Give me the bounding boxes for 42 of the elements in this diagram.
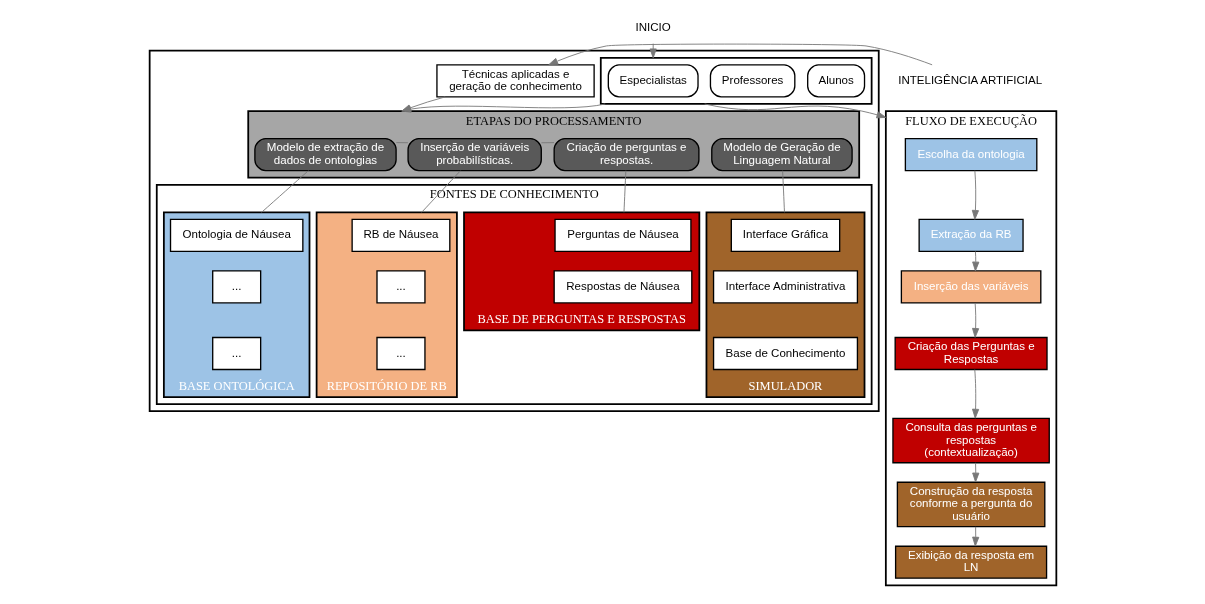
node-box: Respostas de Náusea xyxy=(553,270,692,304)
node-box: ... xyxy=(375,270,426,304)
connector xyxy=(395,142,408,144)
node-box: Professores xyxy=(709,64,795,98)
node-text: INTELIGÊNCIA ARTIFICIAL xyxy=(897,73,1042,86)
connector xyxy=(623,170,626,213)
node-box: Inserção das variáveis xyxy=(900,270,1041,304)
node-box: Modelo de extração de dados de ontologias xyxy=(253,137,397,172)
connector xyxy=(781,170,785,213)
node-box: ... xyxy=(211,270,261,304)
node-box: Consulta das perguntas e respostas (contextualização) xyxy=(891,417,1050,464)
node-box: Perguntas de Náusea xyxy=(553,218,692,253)
node-box: RB de Náusea xyxy=(350,218,450,253)
arrow xyxy=(971,251,979,272)
node-box: Interface Gráfica xyxy=(730,218,840,253)
node-box: ... xyxy=(375,336,426,371)
node-box: Modelo de Geração de Linguagem Natural xyxy=(710,137,853,172)
arrow xyxy=(971,170,979,220)
arrow xyxy=(971,369,979,419)
node-box: Interface Administrativa xyxy=(712,270,858,304)
arrow xyxy=(971,462,979,483)
node-box: Especialistas xyxy=(607,64,699,98)
node-box: Alunos xyxy=(806,64,865,98)
connector xyxy=(260,170,309,213)
node-box: Escolha da ontologia xyxy=(904,137,1037,172)
node-box: Exibição da resposta em LN xyxy=(894,545,1047,579)
arrow xyxy=(971,526,979,547)
connector xyxy=(420,170,461,213)
node-box: Criação das Perguntas e Respostas xyxy=(894,336,1048,371)
arrow xyxy=(703,103,886,119)
arrow xyxy=(971,302,979,338)
node-box: ... xyxy=(211,336,261,371)
node-text: INICIO xyxy=(635,20,671,33)
node-box: Técnicas aplicadas e geração de conhecimento xyxy=(435,64,595,98)
node-box: Ontologia de Náusea xyxy=(169,218,303,253)
node-box: Base de Conhecimento xyxy=(712,336,858,371)
node-box: Extração da RB xyxy=(917,218,1024,253)
node-box: Criação de perguntas e respostas. xyxy=(553,137,700,172)
connector xyxy=(540,142,554,144)
node-box: Construção da resposta conforme a pergunta do usuário xyxy=(896,481,1045,528)
cluster xyxy=(599,56,872,105)
node-box: Inserção de variáveis probabilísticas. xyxy=(406,137,542,172)
